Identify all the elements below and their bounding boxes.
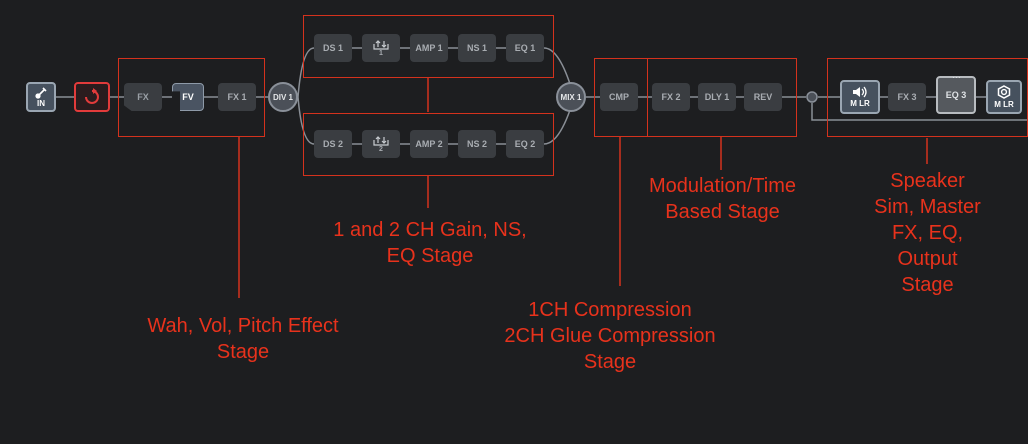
annotation-gain-stage: 1 and 2 CH Gain, NS,EQ Stage bbox=[333, 219, 527, 267]
split1-block[interactable]: 1 bbox=[362, 34, 400, 62]
stage-frame-mod bbox=[647, 58, 797, 137]
output1-label: M LR bbox=[850, 99, 870, 108]
stage-frame-ch1 bbox=[303, 15, 554, 78]
fx1-block[interactable]: FX 1 bbox=[218, 83, 256, 111]
rev-block[interactable]: REV bbox=[744, 83, 782, 111]
input-label: IN bbox=[37, 99, 45, 108]
eq2-block[interactable]: EQ 2 bbox=[506, 130, 544, 158]
dly1-block[interactable]: DLY 1 bbox=[698, 83, 736, 111]
mix1-node[interactable]: MIX 1 bbox=[556, 82, 586, 112]
split1-label: 1 bbox=[379, 49, 383, 57]
ns1-block[interactable]: NS 1 bbox=[458, 34, 496, 62]
amp2-block[interactable]: AMP 2 bbox=[410, 130, 448, 158]
fx3-block[interactable]: FX 3 bbox=[888, 83, 926, 111]
cmp-block[interactable]: CMP bbox=[600, 83, 638, 111]
ds1-block[interactable]: DS 1 bbox=[314, 34, 352, 62]
speaker-icon bbox=[853, 86, 867, 98]
output1-block[interactable]: M LR bbox=[840, 80, 880, 114]
eq1-block[interactable]: EQ 1 bbox=[506, 34, 544, 62]
output-hex-icon bbox=[997, 85, 1011, 99]
stage-frame-wah bbox=[118, 58, 265, 137]
stage-frame-ch2 bbox=[303, 113, 554, 176]
looper-block[interactable] bbox=[74, 82, 110, 112]
ns2-block[interactable]: NS 2 bbox=[458, 130, 496, 158]
split-icon bbox=[373, 39, 389, 50]
fx2-block[interactable]: FX 2 bbox=[652, 83, 690, 111]
split-icon bbox=[373, 135, 389, 146]
guitar-icon bbox=[35, 87, 47, 99]
split2-label: 2 bbox=[379, 145, 383, 153]
output2-label: M LR bbox=[994, 100, 1014, 109]
split2-block[interactable]: 2 bbox=[362, 130, 400, 158]
div1-node[interactable]: DIV 1 bbox=[268, 82, 298, 112]
output2-block[interactable]: M LR bbox=[986, 80, 1022, 114]
ds2-block[interactable]: DS 2 bbox=[314, 130, 352, 158]
drag-handle-icon[interactable]: ⋯ bbox=[952, 72, 961, 82]
amp1-block[interactable]: AMP 1 bbox=[410, 34, 448, 62]
fx-block[interactable]: FX bbox=[124, 83, 162, 111]
loop-icon bbox=[85, 88, 99, 104]
input-block[interactable]: IN bbox=[26, 82, 56, 112]
eq3-block[interactable]: EQ 3 bbox=[936, 76, 976, 114]
